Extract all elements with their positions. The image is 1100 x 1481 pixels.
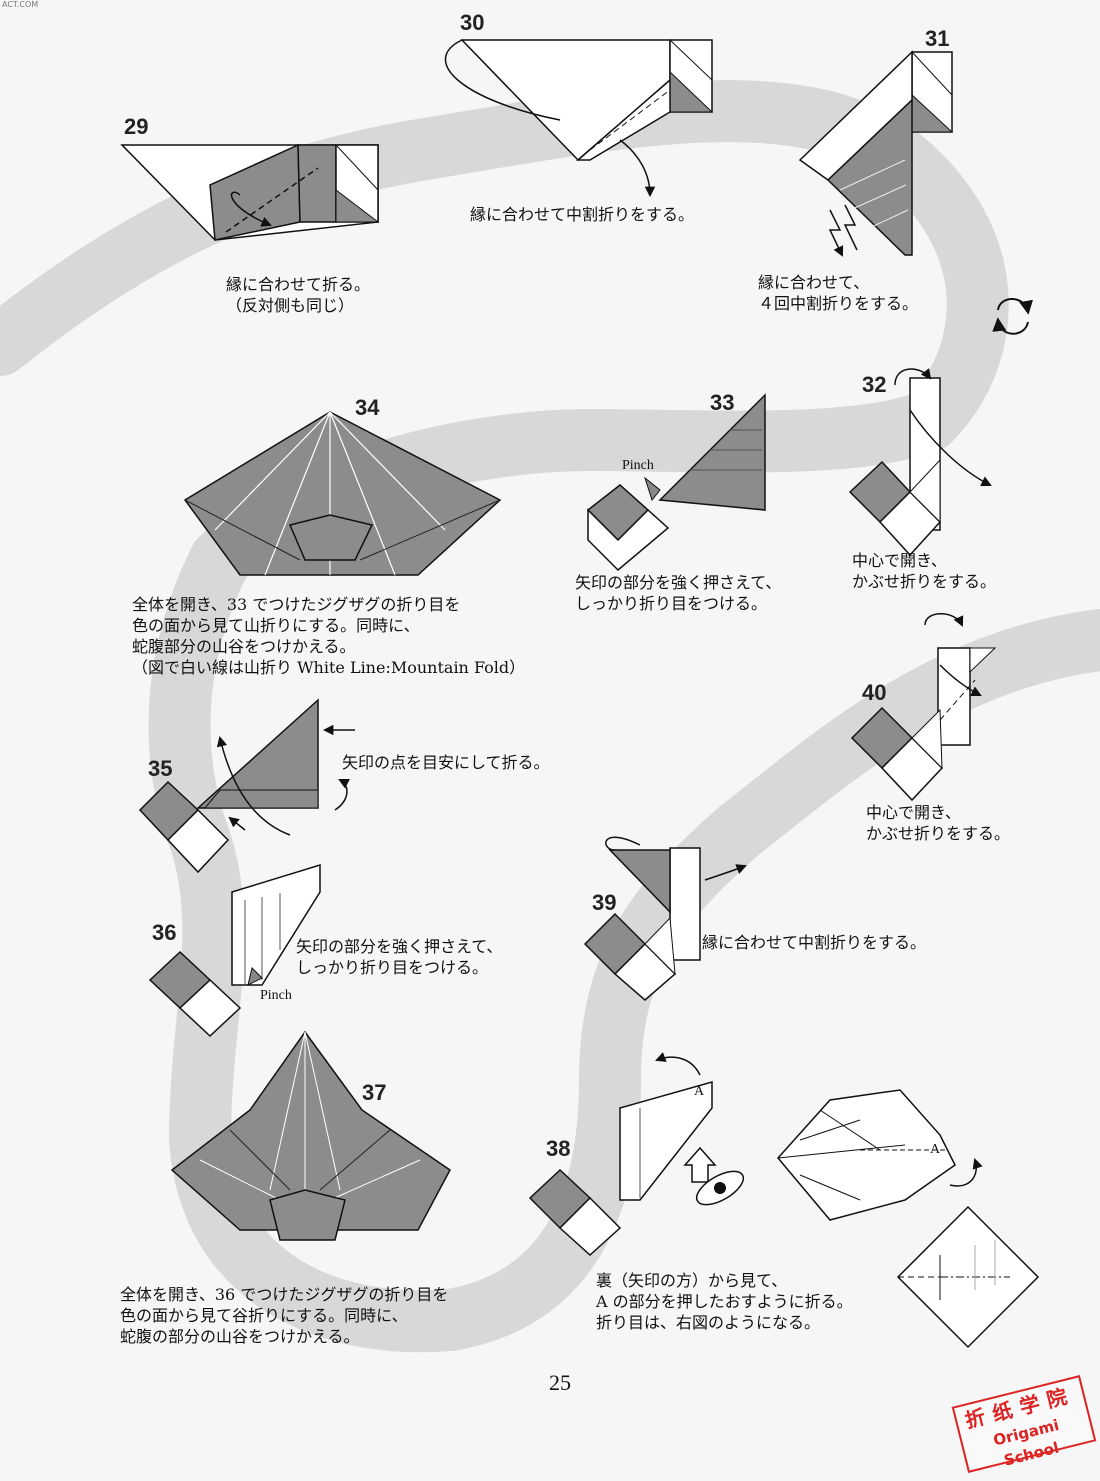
step-number-36: 36 <box>152 920 176 946</box>
pinch-label-33: Pinch <box>622 458 654 474</box>
caption-40-line-1: 中心で開き、 <box>866 802 1010 823</box>
caption-33: 矢印の部分を強く押さえて、 しっかり折り目をつける。 <box>575 572 781 614</box>
caption-37-line-3: 蛇腹の部分の山谷をつけかえる。 <box>120 1326 448 1347</box>
caption-34-line-1: 全体を開き、33 でつけたジグザグの折り目を <box>132 594 525 615</box>
corner-mark: ACT.COM <box>2 0 38 9</box>
caption-30-line-1: 縁に合わせて中割折りをする。 <box>470 204 694 225</box>
caption-33-line-2: しっかり折り目をつける。 <box>575 593 781 614</box>
step-number-35: 35 <box>148 756 172 782</box>
pinch-label-36: Pinch <box>260 988 292 1004</box>
page-number: 25 <box>530 1370 590 1396</box>
caption-38-line-2: A の部分を押したおすように折る。 <box>596 1291 853 1312</box>
caption-31-line-2: ４回中割折りをする。 <box>758 293 918 314</box>
step-number-39: 39 <box>592 890 616 916</box>
caption-38-line-1: 裏（矢印の方）から見て、 <box>596 1270 853 1291</box>
caption-34-line-3: 蛇腹部分の山谷をつけかえる。 <box>132 636 525 657</box>
caption-29-line-1: 縁に合わせて折る。 <box>226 274 370 295</box>
step-number-33: 33 <box>710 390 734 416</box>
step-number-38: 38 <box>546 1136 570 1162</box>
step-36-figure <box>150 865 320 1036</box>
caption-36-line-2: しっかり折り目をつける。 <box>296 957 502 978</box>
caption-33-line-1: 矢印の部分を強く押さえて、 <box>575 572 781 593</box>
point-a-label: A <box>694 1084 704 1100</box>
caption-36: 矢印の部分を強く押さえて、 しっかり折り目をつける。 <box>296 936 502 978</box>
caption-37-line-2: 色の面から見て谷折りにする。同時に、 <box>120 1305 448 1326</box>
caption-40: 中心で開き、 かぶせ折りをする。 <box>866 802 1010 844</box>
step-number-31: 31 <box>925 26 949 52</box>
caption-35-line-1: 矢印の点を目安にして折る。 <box>342 752 550 773</box>
caption-31: 縁に合わせて、 ４回中割折りをする。 <box>758 272 918 314</box>
caption-34-line-2: 色の面から見て山折りにする。同時に、 <box>132 615 525 636</box>
caption-31-line-1: 縁に合わせて、 <box>758 272 918 293</box>
caption-36-line-1: 矢印の部分を強く押さえて、 <box>296 936 502 957</box>
caption-37-line-1: 全体を開き、36 でつけたジグザグの折り目を <box>120 1284 448 1305</box>
step-number-32: 32 <box>862 372 886 398</box>
caption-30: 縁に合わせて中割折りをする。 <box>470 204 694 225</box>
caption-34-line-4: （図で白い線は山折り White Line:Mountain Fold） <box>132 657 525 678</box>
step-number-30: 30 <box>460 10 484 36</box>
caption-32-line-2: かぶせ折りをする。 <box>852 571 996 592</box>
caption-40-line-2: かぶせ折りをする。 <box>866 823 1010 844</box>
caption-38: 裏（矢印の方）から見て、 A の部分を押したおすように折る。 折り目は、右図のよ… <box>596 1270 853 1333</box>
caption-35: 矢印の点を目安にして折る。 <box>342 752 550 773</box>
caption-32-line-1: 中心で開き、 <box>852 550 996 571</box>
caption-37: 全体を開き、36 でつけたジグザグの折り目を 色の面から見て谷折りにする。同時に… <box>120 1284 448 1347</box>
detail-a-label: A <box>930 1142 940 1158</box>
caption-39: 縁に合わせて中割折りをする。 <box>702 932 926 953</box>
step-number-29: 29 <box>124 114 148 140</box>
step-number-37: 37 <box>362 1080 386 1106</box>
caption-39-line-1: 縁に合わせて中割折りをする。 <box>702 932 926 953</box>
caption-32: 中心で開き、 かぶせ折りをする。 <box>852 550 996 592</box>
caption-38-line-3: 折り目は、右図のようになる。 <box>596 1312 853 1333</box>
caption-29: 縁に合わせて折る。 （反対側も同じ） <box>226 274 370 316</box>
caption-34: 全体を開き、33 でつけたジグザグの折り目を 色の面から見て山折りにする。同時に… <box>132 594 525 678</box>
caption-29-line-2: （反対側も同じ） <box>226 295 370 316</box>
view-from-eye-icon <box>685 1148 749 1211</box>
step-number-34: 34 <box>355 395 379 421</box>
step-number-40: 40 <box>862 680 886 706</box>
